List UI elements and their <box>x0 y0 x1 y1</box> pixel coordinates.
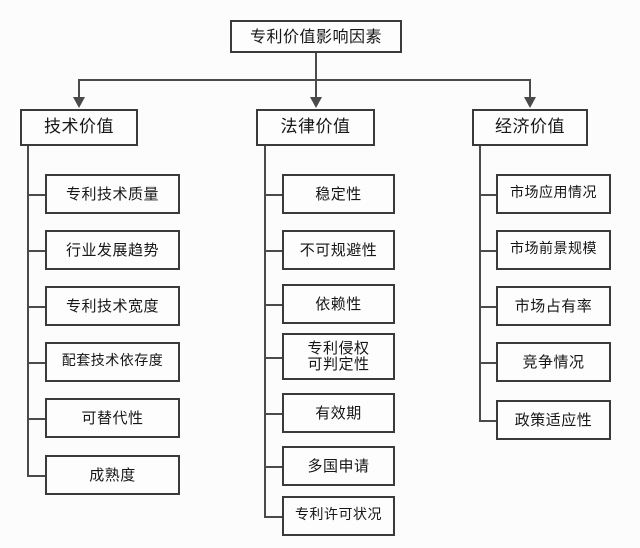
stub-0-1 <box>27 250 45 252</box>
branch-arrow-1 <box>310 97 322 108</box>
leaf-node-1-4[interactable]: 有效期 <box>282 393 395 433</box>
stub-2-1 <box>479 250 496 252</box>
leaf-node-2-3[interactable]: 竞争情况 <box>496 342 611 382</box>
stub-2-3 <box>479 362 496 364</box>
spine-1 <box>264 146 266 516</box>
stub-1-2 <box>264 304 282 306</box>
stub-0-5 <box>27 475 45 477</box>
stub-0-4 <box>27 418 45 420</box>
stub-1-5 <box>264 466 282 468</box>
leaf-node-2-1[interactable]: 市场前景规模 <box>496 230 611 270</box>
branch-drop-1 <box>315 79 317 99</box>
leaf-node-1-1[interactable]: 不可规避性 <box>282 230 395 270</box>
branch-arrow-2 <box>524 97 536 108</box>
leaf-node-0-0[interactable]: 专利技术质量 <box>45 174 180 214</box>
leaf-node-2-2[interactable]: 市场占有率 <box>496 286 611 326</box>
branch-node-legal-value[interactable]: 法律价值 <box>256 109 375 146</box>
root-stem <box>315 53 317 80</box>
stub-0-3 <box>27 362 45 364</box>
leaf-node-1-6[interactable]: 专利许可状况 <box>282 496 395 536</box>
stub-1-4 <box>264 413 282 415</box>
stub-2-0 <box>479 194 496 196</box>
branch-node-economic-value[interactable]: 经济价值 <box>472 109 588 146</box>
branch-arrow-0 <box>73 97 85 108</box>
leaf-node-0-3[interactable]: 配套技术依存度 <box>45 342 180 382</box>
leaf-node-1-3[interactable]: 专利侵权 可判定性 <box>282 333 395 380</box>
stub-1-1 <box>264 250 282 252</box>
branch-bus <box>79 79 531 81</box>
leaf-node-0-5[interactable]: 成熟度 <box>45 455 180 495</box>
root-node[interactable]: 专利价值影响因素 <box>230 20 402 53</box>
stub-0-0 <box>27 194 45 196</box>
leaf-node-1-0[interactable]: 稳定性 <box>282 174 395 214</box>
stub-0-2 <box>27 306 45 308</box>
stub-1-6 <box>264 516 282 518</box>
branch-node-technical-value[interactable]: 技术价值 <box>20 109 138 146</box>
branch-drop-0 <box>78 79 80 99</box>
branch-drop-2 <box>529 79 531 99</box>
stub-2-2 <box>479 306 496 308</box>
leaf-node-2-0[interactable]: 市场应用情况 <box>496 174 611 214</box>
leaf-node-0-4[interactable]: 可替代性 <box>45 398 180 438</box>
leaf-node-2-4[interactable]: 政策适应性 <box>496 400 611 440</box>
leaf-node-0-2[interactable]: 专利技术宽度 <box>45 286 180 326</box>
stub-1-3 <box>264 357 282 359</box>
spine-2 <box>479 146 481 422</box>
leaf-node-1-5[interactable]: 多国申请 <box>282 446 395 486</box>
stub-2-4 <box>479 420 496 422</box>
spine-0 <box>27 146 29 477</box>
leaf-node-0-1[interactable]: 行业发展趋势 <box>45 230 180 270</box>
stub-1-0 <box>264 194 282 196</box>
leaf-node-1-2[interactable]: 依赖性 <box>282 284 395 324</box>
